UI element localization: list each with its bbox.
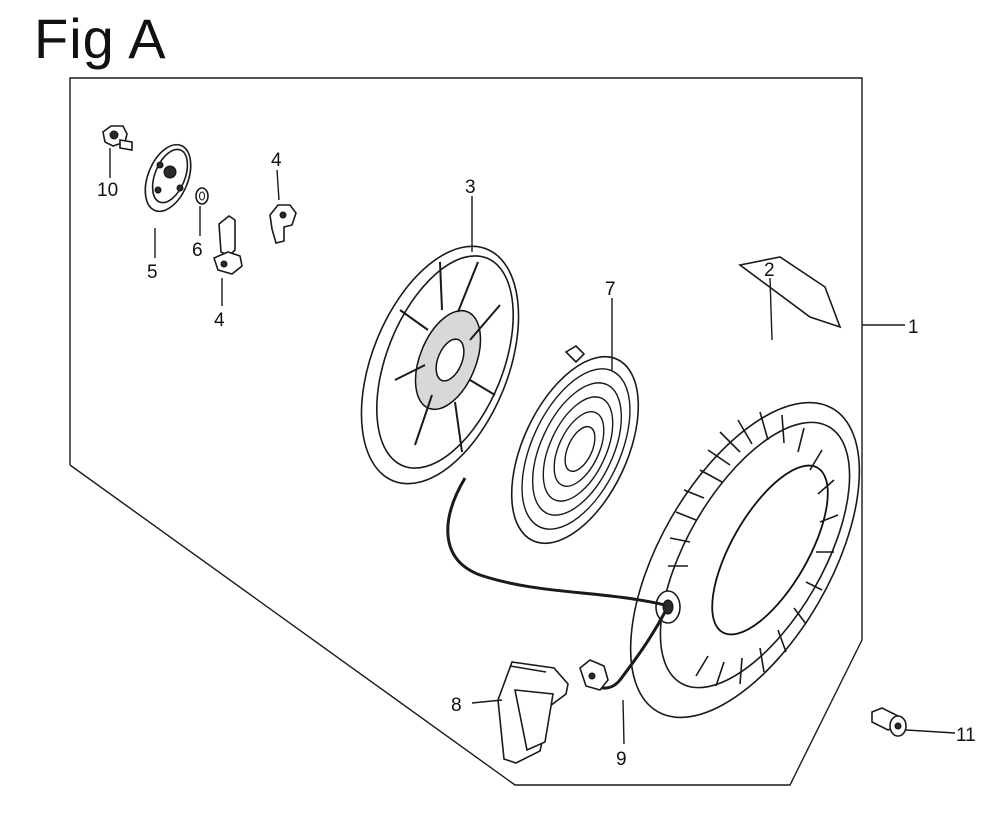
callout-8: 8 xyxy=(451,695,462,716)
callout-11: 11 xyxy=(956,725,976,746)
part-9-rope-clip xyxy=(579,659,609,691)
leader-lines xyxy=(109,148,956,745)
callout-4-upper: 4 xyxy=(271,150,282,171)
part-10-bolt xyxy=(102,125,133,151)
part-4-ratchet-pawl-upper xyxy=(269,204,297,244)
callout-5: 5 xyxy=(147,262,158,283)
part-11-bolt xyxy=(871,707,907,737)
callout-9: 9 xyxy=(616,749,627,770)
callout-4-lower: 4 xyxy=(214,310,225,331)
figure-title: Fig A xyxy=(34,7,167,70)
part-7-recoil-spring xyxy=(510,344,640,545)
callout-1: 1 xyxy=(908,317,919,338)
part-5-friction-plate xyxy=(144,143,192,213)
callout-10: 10 xyxy=(97,180,118,201)
starter-rope xyxy=(446,477,666,607)
callout-2: 2 xyxy=(764,260,775,281)
part-6-washer xyxy=(195,187,209,205)
part-2-starter-case xyxy=(629,256,861,719)
callout-3: 3 xyxy=(465,177,476,198)
callout-6: 6 xyxy=(192,240,203,261)
part-8-starter-grip xyxy=(497,661,569,764)
part-4-ratchet-pawl-lower xyxy=(213,215,243,275)
assembly-boundary xyxy=(69,77,863,786)
callout-7: 7 xyxy=(605,279,616,300)
part-3-reel-pulley xyxy=(360,245,520,485)
